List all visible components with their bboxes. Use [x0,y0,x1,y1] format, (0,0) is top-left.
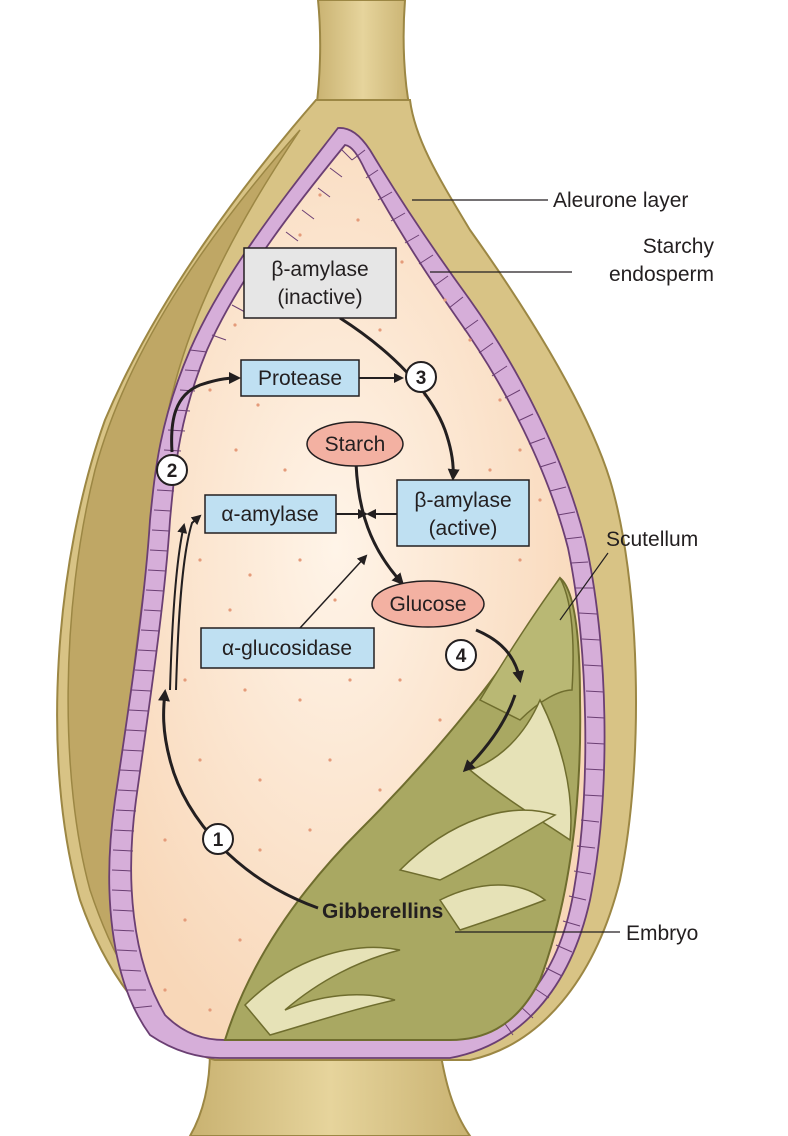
step-3: 3 [405,361,437,393]
step-2: 2 [156,454,188,486]
glucose-label: Glucose [389,593,466,616]
glucose-ellipse [371,580,485,628]
step-4: 4 [445,639,477,671]
step-1-number: 1 [213,830,224,851]
beta-amylase-inactive-line2: (inactive) [277,286,362,309]
step-1: 1 [202,823,234,855]
scutellum [478,576,574,721]
label-gibberellins: Gibberellins [322,900,443,923]
beta-amylase-active-box [396,479,530,547]
beta-amylase-inactive-line1: β-amylase [271,258,368,281]
beta-amylase-active-line2: (active) [429,517,498,540]
step-4-number: 4 [456,646,467,667]
step-2-number: 2 [167,461,178,482]
seed-stalk-top [314,0,412,111]
pointer-lines [412,199,620,933]
alpha-amylase-box [204,494,337,534]
pathway-arrows [158,316,525,910]
alpha-glucosidase-label: α-glucosidase [222,637,352,660]
label-aleurone-layer: Aleurone layer [553,189,688,212]
step-3-number: 3 [416,368,427,389]
beta-amylase-active-line1: β-amylase [414,489,511,512]
embryo-leaf-1 [398,809,557,881]
starch-label: Starch [325,433,386,456]
label-endosperm: endosperm [609,263,714,286]
seed-stalk-bottom [188,1049,472,1136]
beta-amylase-inactive-box [243,247,397,319]
label-scutellum: Scutellum [606,528,698,551]
label-embryo: Embryo [626,922,698,945]
label-starchy: Starchy [643,235,715,258]
protease-box [240,359,360,397]
embryo-leaf-2 [438,884,547,931]
alpha-glucosidase-box [200,627,375,669]
embryo-radicle [243,946,401,1036]
alpha-amylase-label: α-amylase [221,503,318,526]
starch-ellipse [306,421,404,467]
protease-label: Protease [258,367,342,390]
